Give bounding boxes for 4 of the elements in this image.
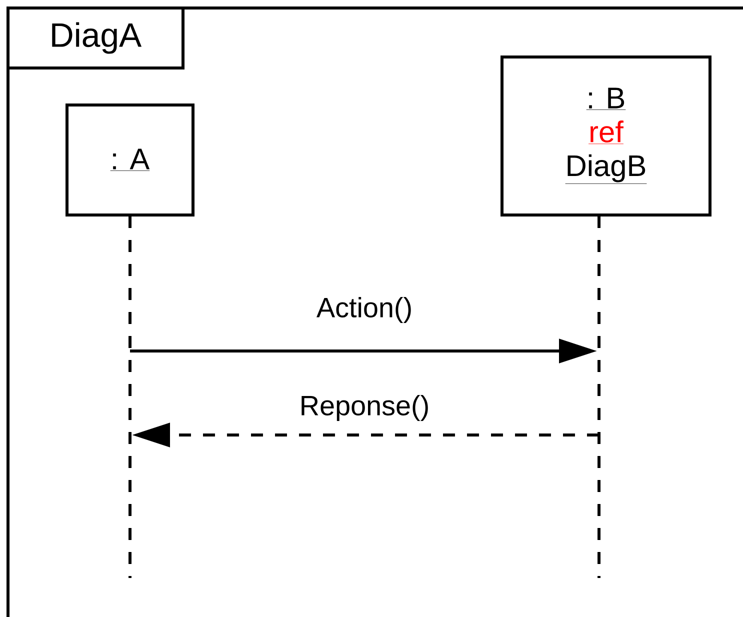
object-box: : A <box>66 104 194 216</box>
object-box: : B ref DiagB <box>500 56 712 216</box>
message-label: Action() <box>316 297 411 323</box>
message-label: Reponse() <box>302 395 428 421</box>
